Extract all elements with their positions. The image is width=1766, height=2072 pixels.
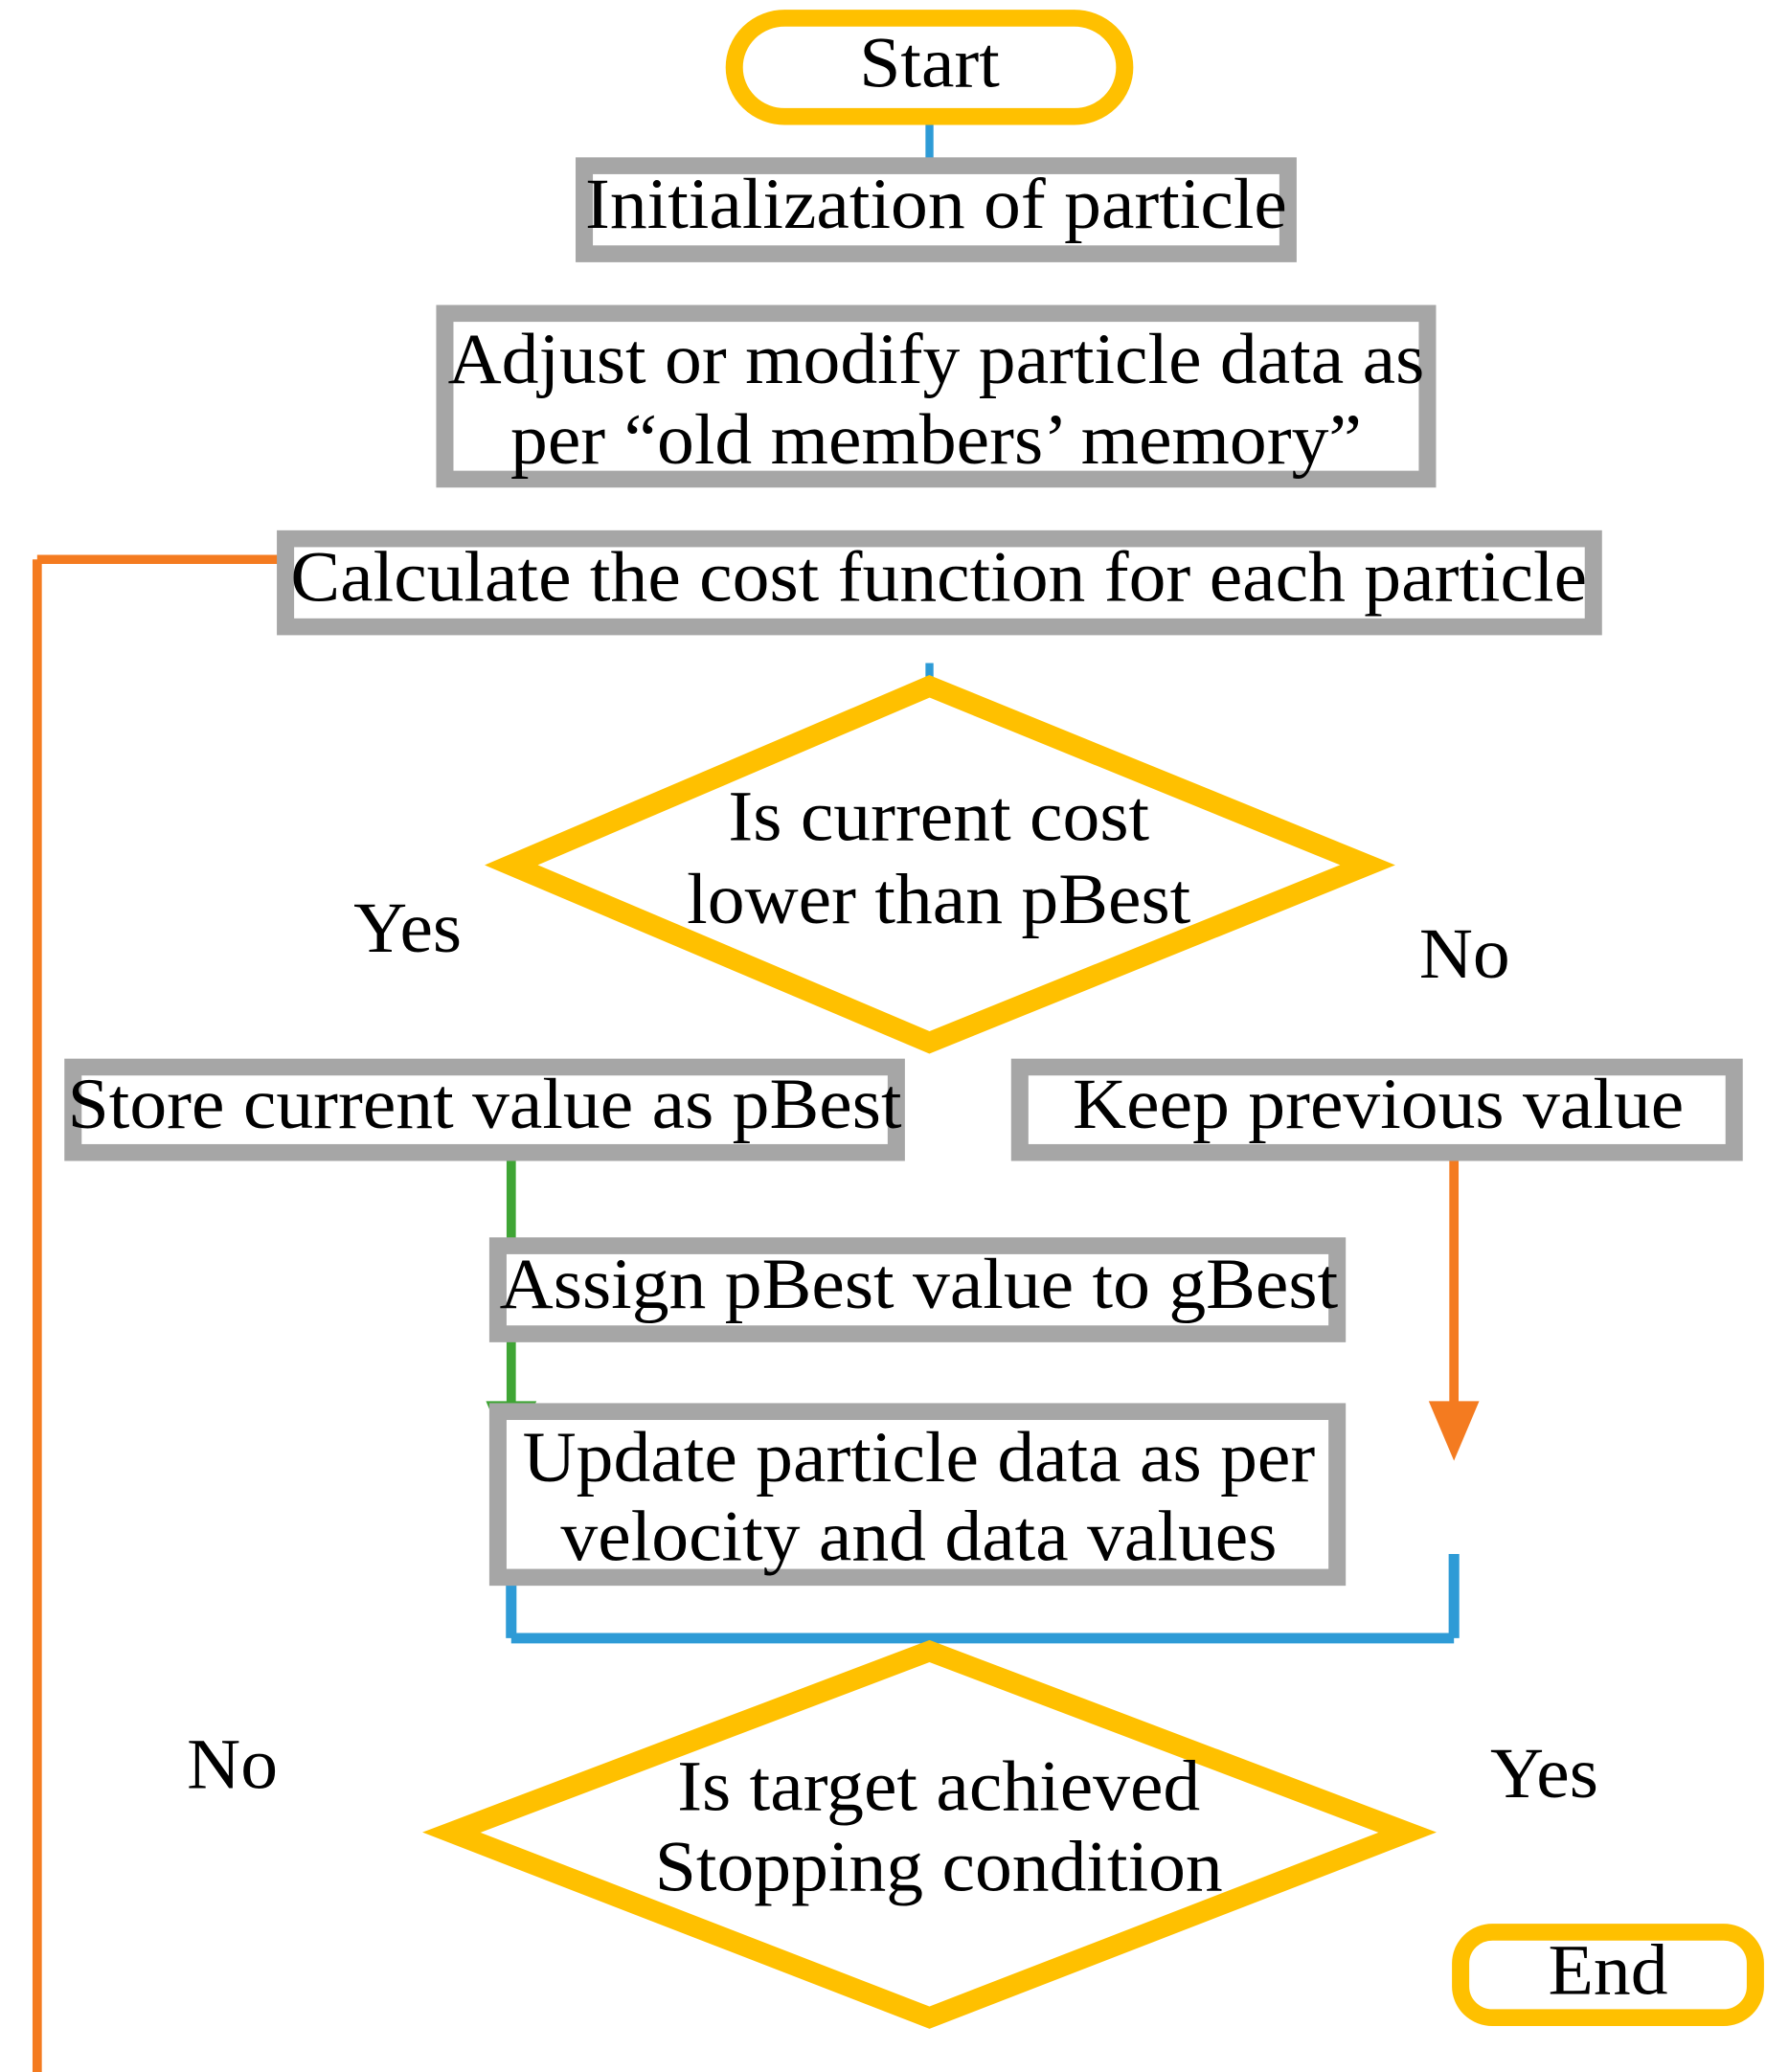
store-pbest-shape bbox=[64, 1058, 905, 1161]
assign-gbest-label: Assign pBest value to gBest bbox=[500, 1244, 1339, 1324]
node-start[interactable]: Start bbox=[725, 10, 1134, 125]
start-label: Start bbox=[859, 22, 1000, 102]
end-label: End bbox=[1548, 1929, 1667, 2010]
keep-previous-label: Keep previous value bbox=[1073, 1064, 1684, 1144]
decision-cost-lower-line2: lower than pBest bbox=[687, 859, 1190, 939]
store-pbest-label: Store current value as pBest bbox=[68, 1064, 902, 1144]
node-end[interactable]: End bbox=[1452, 1924, 1764, 2026]
decision2-yes-label: Yes bbox=[1490, 1733, 1598, 1813]
start-shape bbox=[725, 10, 1134, 125]
decision1-no-label: No bbox=[1419, 913, 1510, 994]
update-particle-shape bbox=[488, 1403, 1347, 1587]
adjust-modify-label-line2: per “old members’ memory” bbox=[510, 399, 1362, 480]
initialization-label: Initialization of particle bbox=[585, 164, 1287, 244]
calculate-cost-shape bbox=[277, 529, 1602, 636]
node-store-pbest[interactable]: Store current value as pBest bbox=[64, 1058, 905, 1161]
node-assign-gbest[interactable]: Assign pBest value to gBest bbox=[488, 1237, 1347, 1342]
node-initialization[interactable]: Initialization of particle bbox=[576, 157, 1297, 262]
adjust-modify-shape bbox=[436, 304, 1437, 488]
calculate-cost-label: Calculate the cost function for each par… bbox=[290, 536, 1587, 617]
decision2-no-label: No bbox=[187, 1723, 278, 1804]
decision-cost-lower-line1: Is current cost bbox=[728, 776, 1149, 856]
decision-target-line1: Is target achieved bbox=[677, 1745, 1200, 1826]
node-calculate-cost[interactable]: Calculate the cost function for each par… bbox=[277, 529, 1602, 636]
node-keep-previous[interactable]: Keep previous value bbox=[1010, 1058, 1743, 1161]
decision1-yes-label: Yes bbox=[353, 888, 462, 968]
node-decision-target-achieved[interactable]: Is target achieved Stopping condition bbox=[422, 1639, 1437, 2029]
node-update-particle[interactable]: Update particle data as per velocity and… bbox=[488, 1403, 1347, 1587]
keep-previous-shape bbox=[1010, 1058, 1743, 1161]
update-particle-line1: Update particle data as per bbox=[523, 1417, 1316, 1498]
decision-target-achieved-shape bbox=[422, 1639, 1437, 2029]
node-adjust-modify[interactable]: Adjust or modify particle data as per “o… bbox=[436, 304, 1437, 488]
decision-cost-lower-shape bbox=[485, 675, 1395, 1054]
initialization-shape bbox=[576, 157, 1297, 262]
update-particle-line2: velocity and data values bbox=[560, 1496, 1277, 1576]
node-decision-cost-lower[interactable]: Is current cost lower than pBest bbox=[485, 675, 1395, 1054]
edge-decision1-no bbox=[1346, 1143, 1480, 1461]
adjust-modify-label-line1: Adjust or modify particle data as bbox=[448, 319, 1425, 399]
decision-target-line2: Stopping condition bbox=[655, 1826, 1223, 1906]
end-shape bbox=[1452, 1924, 1764, 2026]
assign-gbest-shape bbox=[488, 1237, 1347, 1342]
